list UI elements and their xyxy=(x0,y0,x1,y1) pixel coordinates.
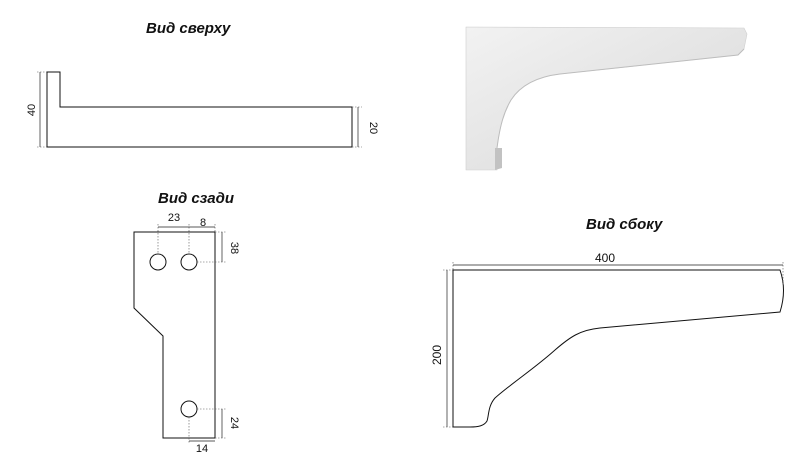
back-top-offset-dim: 38 xyxy=(228,242,240,254)
bracket-photo-body xyxy=(465,26,748,171)
back-hole-top-left xyxy=(149,253,167,271)
top-arm-dim: 20 xyxy=(367,122,379,134)
side-height-dim: 200 xyxy=(430,345,444,365)
side-view-outline xyxy=(452,269,784,428)
back-view-outline xyxy=(133,231,216,439)
side-view-title: Вид сбоку xyxy=(586,216,663,233)
side-length-dim: 400 xyxy=(595,251,615,265)
back-bottom-offset-dim: 24 xyxy=(228,417,240,429)
side-view: 400 200 xyxy=(430,251,784,428)
top-view-title: Вид сверху xyxy=(146,20,231,37)
back-hole-bottom xyxy=(180,400,198,418)
back-edge-offset-dim: 8 xyxy=(200,217,206,229)
back-hole-top-right xyxy=(180,253,198,271)
back-view-title: Вид сзади xyxy=(158,190,235,207)
back-bottom-width-dim: 14 xyxy=(196,443,208,455)
top-view: 40 20 xyxy=(26,71,379,148)
top-view-outline xyxy=(46,71,353,148)
top-height-dim: 40 xyxy=(26,104,38,116)
bracket-photo-edge xyxy=(496,48,745,149)
back-hole-spacing-dim: 23 xyxy=(168,212,180,224)
bracket-photo xyxy=(465,26,748,171)
back-view: 23 8 38 24 14 xyxy=(133,212,240,455)
bracket-photo-shadow xyxy=(495,148,502,170)
